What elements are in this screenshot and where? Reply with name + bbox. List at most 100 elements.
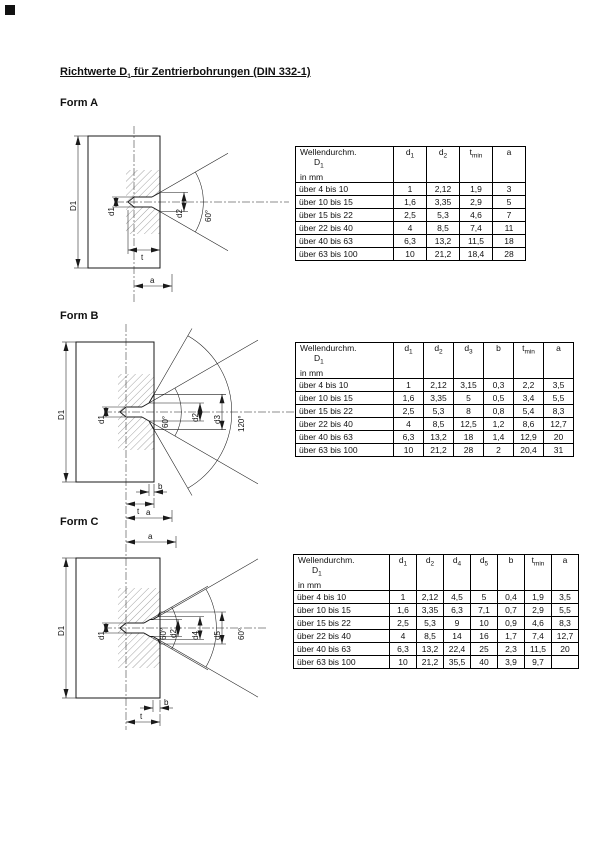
dim-label-d1: d1 [107,207,116,216]
value-cell: 1 [393,181,427,196]
header-line-1: Wellendurchm. [300,147,357,157]
value-cell: 4,5 [443,589,471,604]
value-cell: 35,5 [443,654,471,669]
dim-label-d3: d3 [213,415,222,424]
dim-label-t: t [141,253,144,262]
dim-label-d4: d4 [191,631,200,640]
dim-label-a: a [150,276,155,285]
col-header: d5 [470,554,498,591]
value-cell: 6,3 [393,233,427,248]
header-line-3: in mm [298,579,322,590]
value-cell: 22,4 [443,641,471,656]
value-cell: 3 [492,181,526,196]
value-cell: 3,5 [551,589,579,604]
row-label: über 15 bis 22 [293,615,390,630]
row-label: über 15 bis 22 [295,403,394,418]
value-cell: 2,12 [426,181,460,196]
header-line-2: D1 [314,157,324,170]
form-c-heading: Form C [60,516,99,528]
dim-label-angle-60: 60° [204,210,213,222]
value-cell: 2,5 [389,615,417,630]
col-header: d2 [423,342,454,379]
dimensions [74,135,229,292]
value-cell: 11,5 [459,233,493,248]
value-cell: 11,5 [524,641,552,656]
dim-label-angle-60-inner: 60° [159,628,168,640]
value-cell: 5,3 [416,615,444,630]
col-header: d2 [416,554,444,591]
centerlines [104,324,308,529]
dim-label-a: a [146,508,151,517]
value-cell: 20,4 [513,442,544,457]
value-cell: 3,35 [423,390,454,405]
value-cell: 5,5 [543,390,574,405]
value-cell: 2,5 [393,403,424,418]
value-cell: 21,2 [426,246,460,261]
value-cell: 8,3 [551,615,579,630]
value-cell: 5,5 [551,602,579,617]
value-cell: 12,7 [543,416,574,431]
col-header: tmin [513,342,544,379]
value-cell: 8,5 [416,628,444,643]
value-cell: 1,6 [393,194,427,209]
value-cell: 20 [551,641,579,656]
row-label: über 22 bis 40 [295,416,394,431]
value-cell: 2,12 [423,377,454,392]
row-label: über 63 bis 100 [293,654,390,669]
value-cell: 4,6 [524,615,552,630]
row-label: über 15 bis 22 [295,207,394,222]
value-cell: 1,6 [389,602,417,617]
header-line-3: in mm [300,367,324,378]
header-line-2: D1 [312,565,322,578]
value-cell: 8,5 [426,220,460,235]
value-cell: 18 [492,233,526,248]
dim-label-d2: d2 [169,629,178,638]
value-cell: 11 [492,220,526,235]
row-label: über 4 bis 10 [293,589,390,604]
dim-label-t: t [137,507,140,516]
dim-label-angle-120: 120° [237,415,246,432]
row-label: über 40 bis 63 [293,641,390,656]
value-cell: 20 [543,429,574,444]
value-cell: 1 [393,377,424,392]
value-cell: 0,5 [483,390,514,405]
col-header: d2 [426,146,460,183]
col-header: a [492,146,526,183]
dimensions [62,536,259,726]
value-cell: 9,7 [524,654,552,669]
value-cell: 12,9 [513,429,544,444]
value-cell: 2,3 [497,641,525,656]
value-cell: 13,2 [423,429,454,444]
col-header: tmin [459,146,493,183]
col-header: a [551,554,579,591]
col-header: d1 [393,342,424,379]
row-label: über 63 bis 100 [295,442,394,457]
value-cell: 40 [470,654,498,669]
value-cell: 5,4 [513,403,544,418]
value-cell: 0,8 [483,403,514,418]
value-cell: 5,3 [426,207,460,222]
value-cell: 7,4 [524,628,552,643]
value-cell: 25 [470,641,498,656]
value-cell: 10 [389,654,417,669]
value-cell: 13,2 [426,233,460,248]
value-cell: 3,15 [453,377,484,392]
value-cell: 7 [492,207,526,222]
value-cell: 3,9 [497,654,525,669]
value-cell: 0,4 [497,589,525,604]
value-cell: 2,9 [459,194,493,209]
value-cell: 4 [393,416,424,431]
print-mark [5,5,15,15]
dim-label-t: t [140,712,143,721]
value-cell: 14 [443,628,471,643]
